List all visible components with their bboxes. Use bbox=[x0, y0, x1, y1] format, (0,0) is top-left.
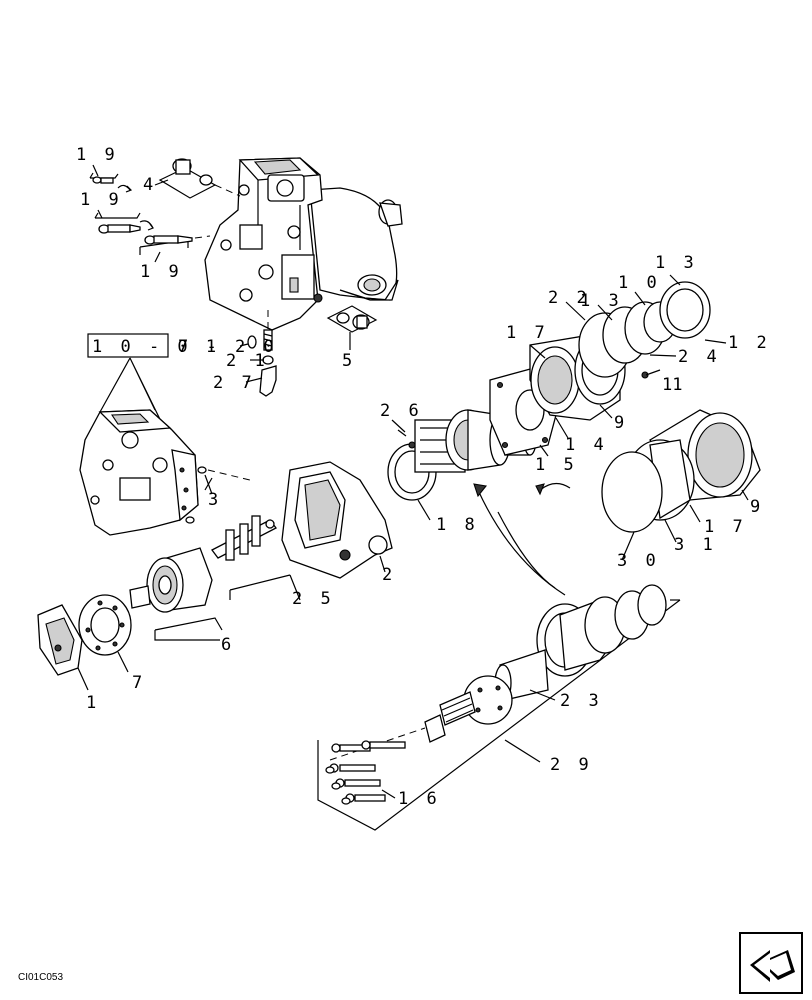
part-4-plug bbox=[158, 158, 241, 199]
part-5-plug bbox=[326, 305, 378, 350]
label-9b: 9 bbox=[750, 497, 764, 517]
part-2-housing bbox=[281, 461, 393, 579]
part-25-crosspiece bbox=[211, 515, 301, 601]
next-page-arrow-icon[interactable] bbox=[739, 932, 803, 994]
shaft-assembly-bottom bbox=[317, 584, 681, 831]
label-19a: 1 9 bbox=[76, 145, 119, 165]
ref-box-label: 1 0 - 0 1 bbox=[92, 337, 220, 357]
label-26: 2 6 bbox=[380, 401, 423, 421]
label-21: 2 1 bbox=[226, 351, 269, 371]
part-31-30-rings bbox=[601, 439, 695, 533]
label-31: 3 1 bbox=[674, 535, 717, 555]
label-30: 3 0 bbox=[617, 551, 660, 571]
motor-assembly-top bbox=[204, 157, 403, 331]
leader-lines bbox=[92, 164, 749, 799]
label-29: 2 9 bbox=[550, 755, 593, 775]
label-11: 11 bbox=[662, 375, 682, 395]
label-16: 1 6 bbox=[398, 789, 441, 809]
label-12: 1 2 bbox=[728, 333, 771, 353]
arrow-18-23b bbox=[497, 511, 556, 589]
label-23: 2 3 bbox=[560, 691, 603, 711]
seal-rings-22-13-10-24 bbox=[578, 281, 711, 378]
parts-20-21-27 bbox=[247, 310, 277, 397]
label-19b: 1 9 bbox=[80, 190, 123, 210]
part-6-rotor bbox=[129, 547, 223, 641]
label-6: 6 bbox=[221, 635, 235, 655]
label-13b: 1 3 bbox=[655, 253, 698, 273]
label-10: 1 0 bbox=[618, 273, 661, 293]
diagram-id: CI01C053 bbox=[18, 972, 63, 983]
cylinder-block-26 bbox=[387, 409, 537, 501]
part-1-cover bbox=[37, 604, 89, 691]
arrow-18-23 bbox=[477, 489, 566, 596]
part-16-bolts bbox=[325, 740, 406, 805]
label-14: 1 4 bbox=[565, 435, 608, 455]
arrow-9-14 bbox=[539, 482, 571, 491]
part-labels: 1 9 1 9 1 9 4 5 7 - 2 0 2 1 2 7 3 2 2 5 … bbox=[76, 145, 771, 809]
label-17b: 1 7 bbox=[704, 517, 747, 537]
label-3: 3 bbox=[208, 490, 222, 510]
label-19c: 1 9 bbox=[140, 262, 183, 282]
label-7: 7 bbox=[132, 673, 146, 693]
label-22: 2 2 bbox=[548, 288, 591, 308]
label-17a: 1 7 bbox=[506, 323, 549, 343]
label-7-20: 7 - 2 0 bbox=[178, 337, 278, 357]
label-1: 1 bbox=[86, 693, 100, 713]
label-9a: 9 bbox=[614, 413, 628, 433]
label-18: 1 8 bbox=[436, 515, 479, 535]
part-19-pins bbox=[89, 172, 211, 255]
label-25: 2 5 bbox=[292, 589, 335, 609]
label-24: 2 4 bbox=[678, 347, 721, 367]
label-13a: 1 3 bbox=[580, 291, 623, 311]
part-7-disk bbox=[78, 594, 132, 673]
arrow-head-9-14 bbox=[535, 483, 545, 496]
label-5: 5 bbox=[342, 351, 356, 371]
label-27: 2 7 bbox=[213, 373, 256, 393]
arrow-head-18 bbox=[473, 483, 488, 498]
label-15: 1 5 bbox=[535, 455, 578, 475]
ref-box bbox=[87, 333, 169, 358]
pump-assembly-left bbox=[79, 357, 251, 536]
label-2: 2 bbox=[382, 565, 396, 585]
label-4: 4 bbox=[143, 175, 157, 195]
